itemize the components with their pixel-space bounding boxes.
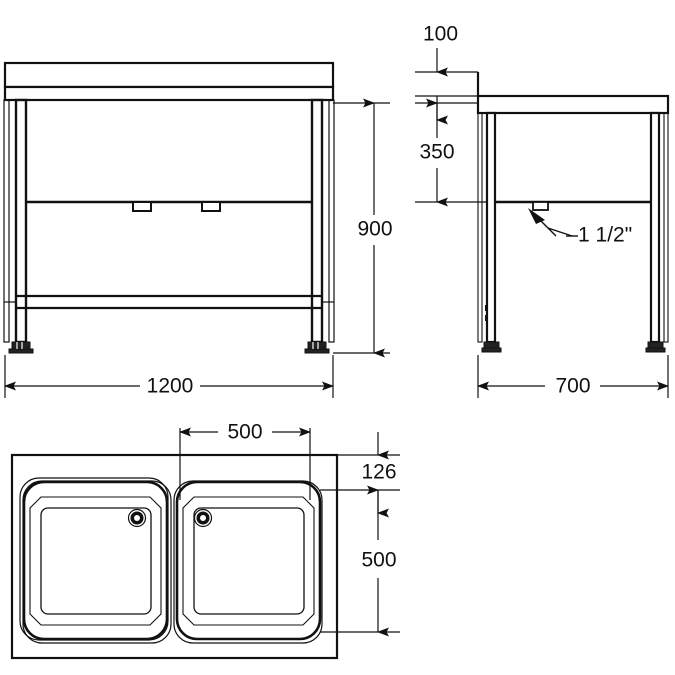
side-bowl-apron xyxy=(486,113,660,204)
side-elevation-view: 1 1/2" 100 350 xyxy=(415,23,670,398)
side-adjustable-feet xyxy=(481,341,666,353)
front-elevation-view: 900 1200 xyxy=(3,61,393,398)
dimension-height-900: 900 xyxy=(333,98,393,358)
plan-bowl-right xyxy=(175,480,322,641)
dimension-label-350: 350 xyxy=(419,141,454,164)
plan-bowl-left xyxy=(22,480,169,641)
dimension-label-100: 100 xyxy=(423,23,458,46)
dimension-apron-350: 350 xyxy=(415,98,487,207)
dimension-label-126: 126 xyxy=(361,461,396,484)
front-under-shelf xyxy=(4,294,334,310)
dimension-upstand-100: 100 xyxy=(415,23,478,125)
plan-rim-right xyxy=(173,480,323,644)
dimension-depth-700: 700 xyxy=(477,355,669,398)
dimension-label-700: 700 xyxy=(555,375,590,398)
front-legs xyxy=(3,98,335,344)
dimension-label-1200: 1200 xyxy=(147,375,194,398)
callout-label-drain: 1 1/2" xyxy=(578,224,632,247)
plan-view: 500 126 500 xyxy=(10,421,400,660)
dimension-label-500-depth: 500 xyxy=(361,549,396,572)
drain-hole-left xyxy=(127,508,147,528)
dimension-label-900: 900 xyxy=(357,218,392,241)
front-bowl-apron xyxy=(15,100,323,204)
dimension-label-500-width: 500 xyxy=(227,421,262,444)
front-worktop xyxy=(3,61,335,102)
dimension-width-1200: 1200 xyxy=(4,355,334,398)
drain-hole-right xyxy=(193,508,213,528)
callout-drain-size: 1 1/2" xyxy=(528,208,632,247)
side-worktop xyxy=(476,94,670,115)
front-waste-outlets xyxy=(132,201,221,212)
dimension-bowl-width-500: 500 xyxy=(179,421,311,500)
front-adjustable-feet xyxy=(8,341,330,354)
dimension-bowl-depth-500: 500 xyxy=(320,485,400,637)
side-waste-outlet xyxy=(532,201,549,211)
side-legs xyxy=(477,111,669,344)
